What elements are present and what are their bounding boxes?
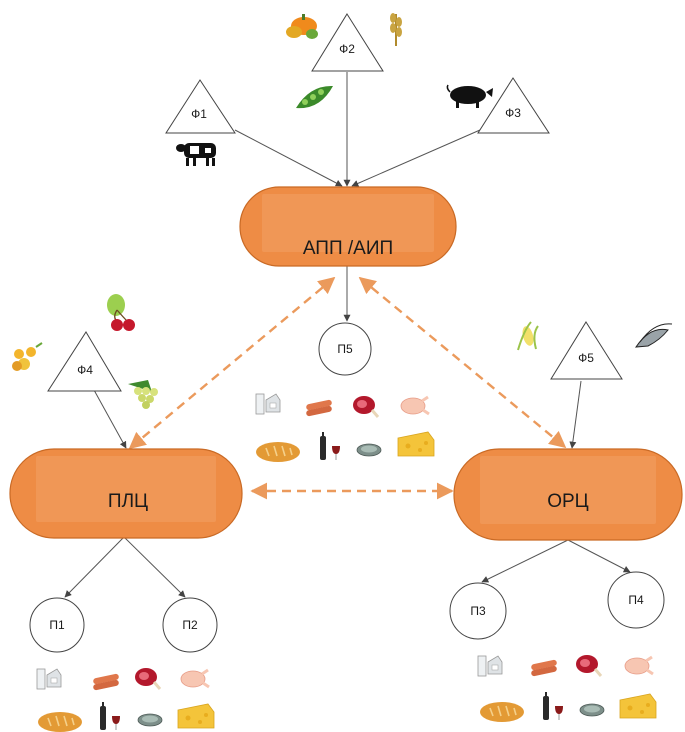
dashed-link-app-orc — [358, 276, 567, 449]
chicken-icon — [623, 655, 655, 676]
consumer-p4: П4 — [607, 571, 665, 629]
milk-icon — [477, 655, 503, 677]
canned-fish-icon — [356, 443, 382, 457]
edge-orc-p3 — [481, 539, 569, 583]
hub-plc: ПЛЦ — [9, 448, 243, 539]
cherry-icon — [107, 294, 135, 331]
edge-orc-p4 — [567, 539, 631, 573]
consumer-p4-label: П4 — [628, 593, 644, 607]
edge-f5-orc — [569, 380, 582, 449]
product-set-orc — [477, 653, 657, 723]
chicken-icon — [399, 395, 431, 416]
chicken-icon — [179, 668, 211, 689]
bread-icon — [479, 701, 525, 723]
hub-app: АПП /АИП — [239, 186, 457, 267]
consumer-p3-label: П3 — [470, 604, 486, 618]
consumer-p5: П5 — [318, 322, 372, 376]
hub-plc-label: ПЛЦ — [108, 491, 148, 512]
farm-f4: Ф4 — [47, 331, 122, 392]
product-set-plc — [36, 666, 215, 732]
edge-f4-plc — [93, 389, 127, 449]
farm-f1: Ф1 — [165, 79, 236, 134]
consumer-p3: П3 — [449, 582, 507, 640]
canned-fish-icon — [579, 703, 605, 717]
milk-icon — [255, 393, 281, 415]
consumer-p2-label: П2 — [182, 618, 198, 632]
pig-icon — [446, 84, 493, 108]
fish-icon — [635, 323, 673, 348]
product-set-p5 — [255, 393, 435, 463]
wine-icon — [100, 702, 120, 730]
hub-orc-label: ОРЦ — [547, 491, 589, 512]
connector-lines — [64, 72, 631, 598]
sausage-icon — [530, 659, 558, 677]
grapes-icon — [128, 380, 158, 409]
milk-icon — [36, 668, 62, 690]
pumpkin-icon — [286, 14, 318, 39]
cow-icon — [176, 143, 216, 166]
edge-plc-p1 — [64, 536, 125, 598]
ham-icon — [574, 653, 603, 678]
edge-f1-app — [234, 129, 343, 187]
cheese-icon — [619, 693, 657, 719]
consumer-p5-label: П5 — [337, 342, 353, 356]
farm-f5-label: Ф5 — [578, 351, 594, 365]
corn-icon — [517, 321, 539, 351]
farm-f3: Ф3 — [477, 77, 550, 134]
wine-icon — [320, 432, 340, 460]
hub-orc: ОРЦ — [453, 448, 683, 541]
wheat-icon — [390, 13, 402, 46]
cheese-icon — [177, 703, 215, 729]
ham-icon — [351, 394, 380, 419]
canned-fish-icon — [137, 713, 163, 727]
farm-f3-label: Ф3 — [505, 106, 521, 120]
farm-f5: Ф5 — [550, 321, 623, 380]
ham-icon — [133, 666, 162, 691]
pears-icon — [12, 342, 43, 371]
sausage-icon — [305, 399, 333, 417]
edge-f3-app — [351, 129, 481, 187]
wine-icon — [543, 692, 563, 720]
peas-icon — [296, 85, 333, 109]
hub-app-label: АПП /АИП — [303, 238, 393, 259]
sausage-icon — [92, 673, 120, 691]
farm-f4-label: Ф4 — [77, 363, 93, 377]
bread-icon — [255, 441, 301, 463]
edge-plc-p2 — [123, 536, 186, 598]
dashed-links — [128, 276, 567, 500]
consumer-p1-label: П1 — [49, 618, 65, 632]
farm-f2-label: Ф2 — [339, 42, 355, 56]
farm-f1-label: Ф1 — [191, 107, 207, 121]
cheese-icon — [397, 431, 435, 457]
bread-icon — [37, 711, 83, 732]
consumer-p2: П2 — [162, 597, 218, 653]
consumer-p1: П1 — [29, 597, 85, 653]
farm-f2: Ф2 — [311, 13, 384, 72]
dashed-link-app-plc — [128, 276, 336, 450]
